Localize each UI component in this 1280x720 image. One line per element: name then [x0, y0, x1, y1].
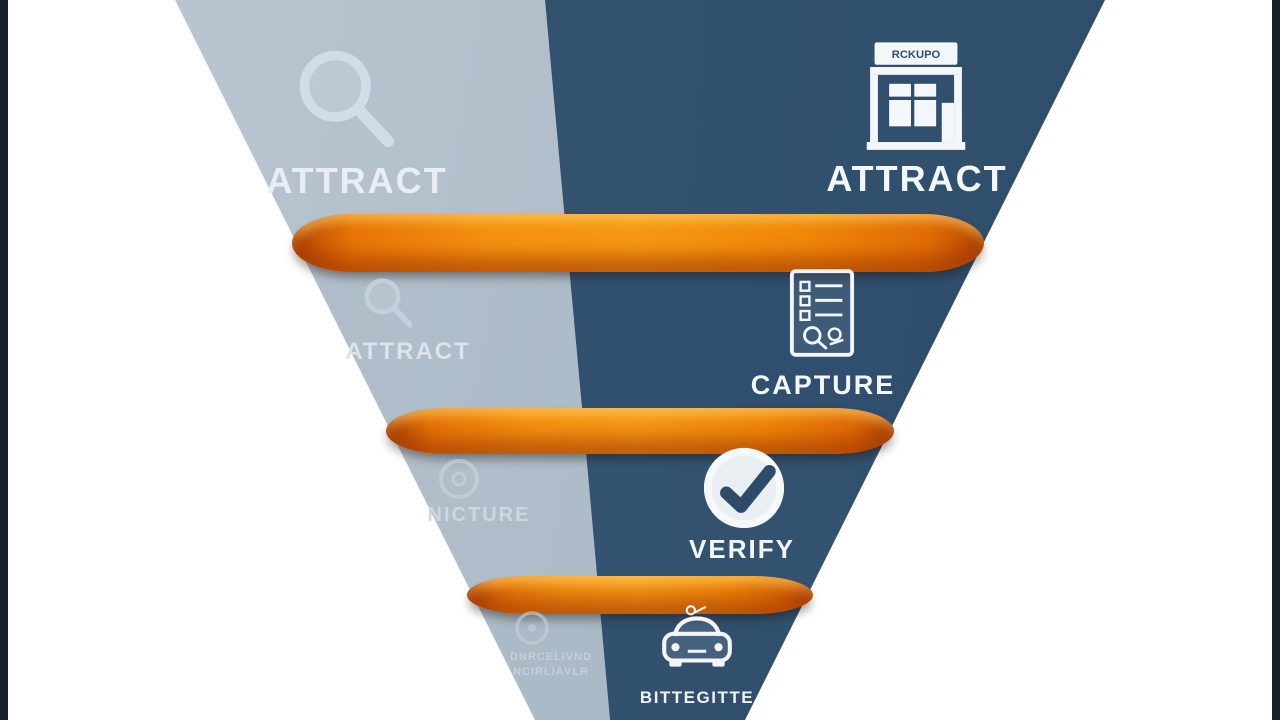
tier1-right-label: ATTRACT [826, 158, 1008, 199]
tier4-left-label-line1: DNRCELIVND [509, 651, 593, 663]
divider-band-2 [386, 408, 894, 454]
check-circle-icon [703, 447, 785, 529]
checklist-document-icon [789, 269, 855, 357]
tier4-left-label: DNRCELIVND NCIRLIAVLR [510, 650, 592, 680]
divider-band-1 [292, 214, 984, 272]
magnifier-icon [299, 50, 395, 148]
right-edge-bar [1272, 0, 1280, 720]
left-edge-bar [0, 0, 8, 720]
divider-band-3 [467, 576, 813, 614]
magnifier-small-icon [364, 278, 413, 328]
faint-badge-icon [439, 459, 479, 499]
car-icon [662, 605, 732, 667]
faint-circle-icon [515, 611, 549, 645]
tier2-left-label: ATTRACT [345, 338, 471, 365]
tier2-right-label: CAPTURE [750, 370, 896, 400]
storefront-sign-text: RCKUPO [892, 49, 941, 61]
tier1-left-label: ATTRACT [266, 160, 448, 201]
tier4-left-label-line2: NCIRLIAVLR [513, 666, 589, 678]
tier3-left-label: NICTURE [427, 504, 531, 526]
storefront-icon: RCKUPO [866, 42, 966, 150]
tier4-right-label: BITTEGITTE [639, 688, 755, 707]
tier3-right-label: VERIFY [689, 534, 795, 564]
